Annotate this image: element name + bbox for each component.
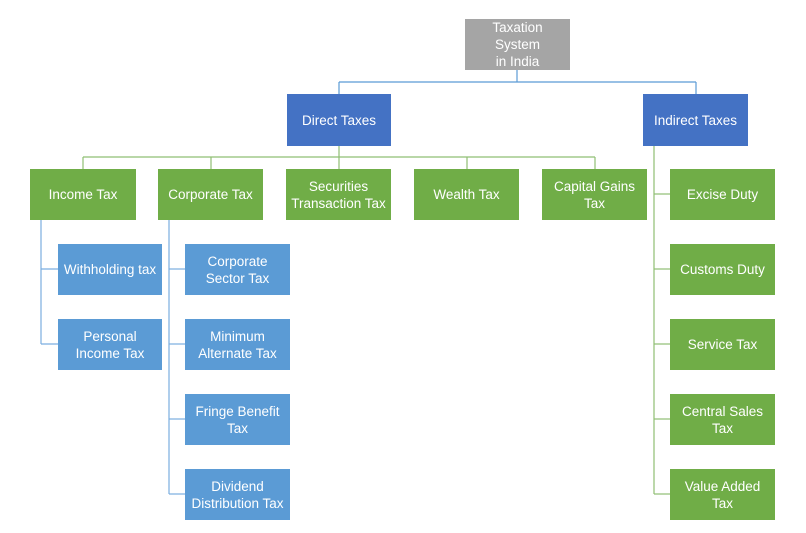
node-income-tax: Income Tax (30, 169, 136, 220)
node-securities-transaction-tax: Securities Transaction Tax (286, 169, 391, 220)
node-dividend-distribution-tax: Dividend Distribution Tax (185, 469, 290, 520)
node-personal-income-tax: Personal Income Tax (58, 319, 162, 370)
node-minimum-alternate-tax: Minimum Alternate Tax (185, 319, 290, 370)
node-corporate-sector-tax: Corporate Sector Tax (185, 244, 290, 295)
node-wealth-tax: Wealth Tax (414, 169, 519, 220)
node-excise-duty: Excise Duty (670, 169, 775, 220)
node-fringe-benefit-tax: Fringe Benefit Tax (185, 394, 290, 445)
node-service-tax: Service Tax (670, 319, 775, 370)
node-indirect-taxes: Indirect Taxes (643, 94, 748, 146)
node-corporate-tax: Corporate Tax (158, 169, 263, 220)
node-withholding-tax: Withholding tax (58, 244, 162, 295)
node-value-added-tax: Value Added Tax (670, 469, 775, 520)
node-customs-duty: Customs Duty (670, 244, 775, 295)
node-capital-gains-tax: Capital Gains Tax (542, 169, 647, 220)
node-taxation-system: Taxation System in India (465, 19, 570, 70)
node-central-sales-tax: Central Sales Tax (670, 394, 775, 445)
node-direct-taxes: Direct Taxes (287, 94, 391, 146)
